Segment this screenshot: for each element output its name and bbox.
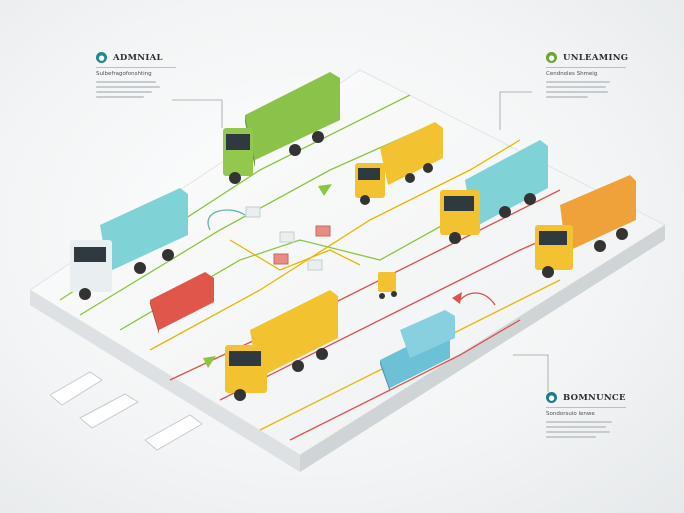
callout-title: ADMNIAL bbox=[113, 52, 163, 63]
truck-teal-right bbox=[440, 140, 548, 244]
container-red bbox=[150, 272, 214, 334]
package-items bbox=[245, 206, 331, 271]
callout-subtitle: Sulbefragofonshting bbox=[96, 71, 152, 77]
truck-orange bbox=[535, 175, 636, 278]
callout-connectors bbox=[172, 91, 549, 392]
callout-title: UNLEAMING bbox=[563, 52, 629, 63]
callout-bottom-right: ● BOMNUNCE Sondorsuio lenwe bbox=[546, 392, 642, 441]
drop-icon: ● bbox=[546, 392, 557, 403]
arrow-icon bbox=[203, 356, 216, 368]
leaf-icon: ● bbox=[96, 52, 107, 63]
arrow-icon bbox=[318, 184, 332, 196]
arrow-icon bbox=[452, 292, 462, 304]
callout-top-right: ● UNLEAMING Cendnoles Shmeig bbox=[546, 52, 642, 101]
truck-yellow-top bbox=[355, 122, 443, 205]
callout-top-left: ● ADMNIAL Sulbefragofonshting bbox=[96, 52, 192, 101]
truck-teal-left bbox=[70, 188, 188, 300]
truck-green bbox=[223, 72, 340, 184]
truck-yellow-bottom bbox=[225, 290, 338, 401]
leaf-icon: ● bbox=[546, 52, 557, 63]
callout-subtitle: Cendnoles Shmeig bbox=[546, 71, 598, 77]
callout-title: BOMNUNCE bbox=[563, 392, 626, 403]
floor-tags bbox=[49, 371, 203, 451]
forklift-yellow bbox=[378, 272, 397, 299]
callout-subtitle: Sondorsuio lenwe bbox=[546, 411, 595, 417]
container-blue bbox=[380, 310, 455, 392]
